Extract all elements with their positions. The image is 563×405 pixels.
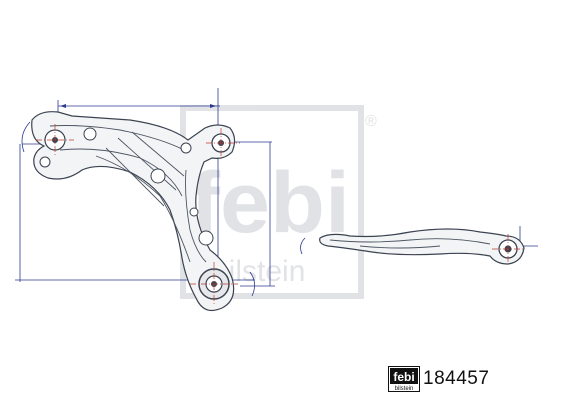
watermark-registered-mark: ® (365, 113, 377, 130)
center-lines (36, 124, 240, 306)
brand-badge: febi bilstein (388, 366, 420, 392)
badge-sub-brand: bilstein (395, 386, 414, 392)
control-arm-front-view (31, 111, 236, 311)
arm-holes (83, 127, 214, 246)
part-number: 184457 (423, 368, 490, 389)
badge-brand: febi (393, 370, 414, 384)
control-arm-side-view (319, 228, 525, 265)
